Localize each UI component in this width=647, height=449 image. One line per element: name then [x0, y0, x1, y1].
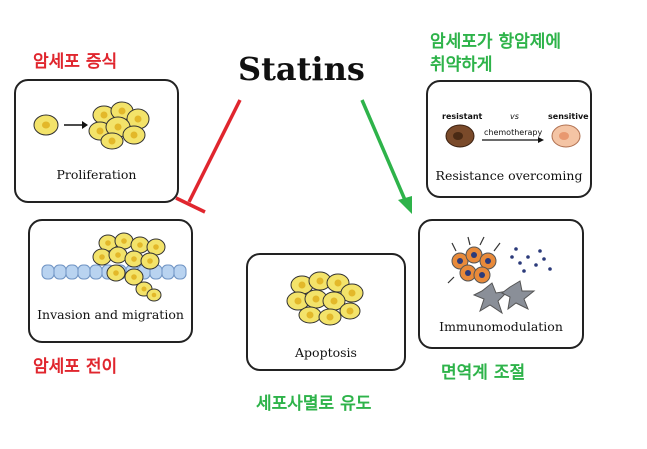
immunomodulation-illustration	[447, 236, 552, 315]
diagram-title: Statins	[238, 50, 365, 88]
sensitive-label: sensitive	[548, 112, 589, 121]
activation-arrowhead	[398, 196, 412, 214]
inhibition-bar	[175, 196, 206, 214]
inhibition-arrow	[187, 99, 242, 203]
vs-label: vs	[510, 112, 519, 121]
immunomodulation-caption: Immunomodulation	[439, 319, 563, 334]
proliferation-box: Proliferation	[14, 79, 179, 203]
invasion-caption: Invasion and migration	[37, 307, 184, 322]
apoptosis-illustration	[286, 271, 364, 326]
proliferation-caption: Proliferation	[56, 167, 137, 182]
resistance-korean-label-line1: 암세포가 항암제에	[430, 32, 562, 52]
immunomodulation-box: Immunomodulation	[418, 219, 584, 349]
resistance-box: resistant vs sensitive chemotherapy Resi…	[426, 80, 592, 198]
activation-arrow	[360, 99, 407, 201]
resistant-label: resistant	[442, 112, 483, 121]
invasion-box: Invasion and migration	[28, 219, 193, 343]
resistance-caption: Resistance overcoming	[435, 168, 583, 183]
proliferation-korean-label: 암세포 증식	[33, 52, 118, 72]
apoptosis-caption: Apoptosis	[295, 345, 357, 360]
resistance-korean-label-line2: 취약하게	[430, 55, 493, 75]
immunomodulation-korean-label: 면역계 조절	[441, 363, 526, 383]
apoptosis-box: Apoptosis	[246, 253, 406, 371]
metastasis-korean-label: 암세포 전이	[33, 357, 118, 377]
invasion-illustration	[41, 232, 187, 302]
resistance-illustration	[445, 124, 581, 148]
apoptosis-korean-label: 세포사멸로 유도	[256, 394, 372, 414]
chemotherapy-label: chemotherapy	[484, 128, 543, 137]
proliferation-illustration	[33, 101, 150, 150]
